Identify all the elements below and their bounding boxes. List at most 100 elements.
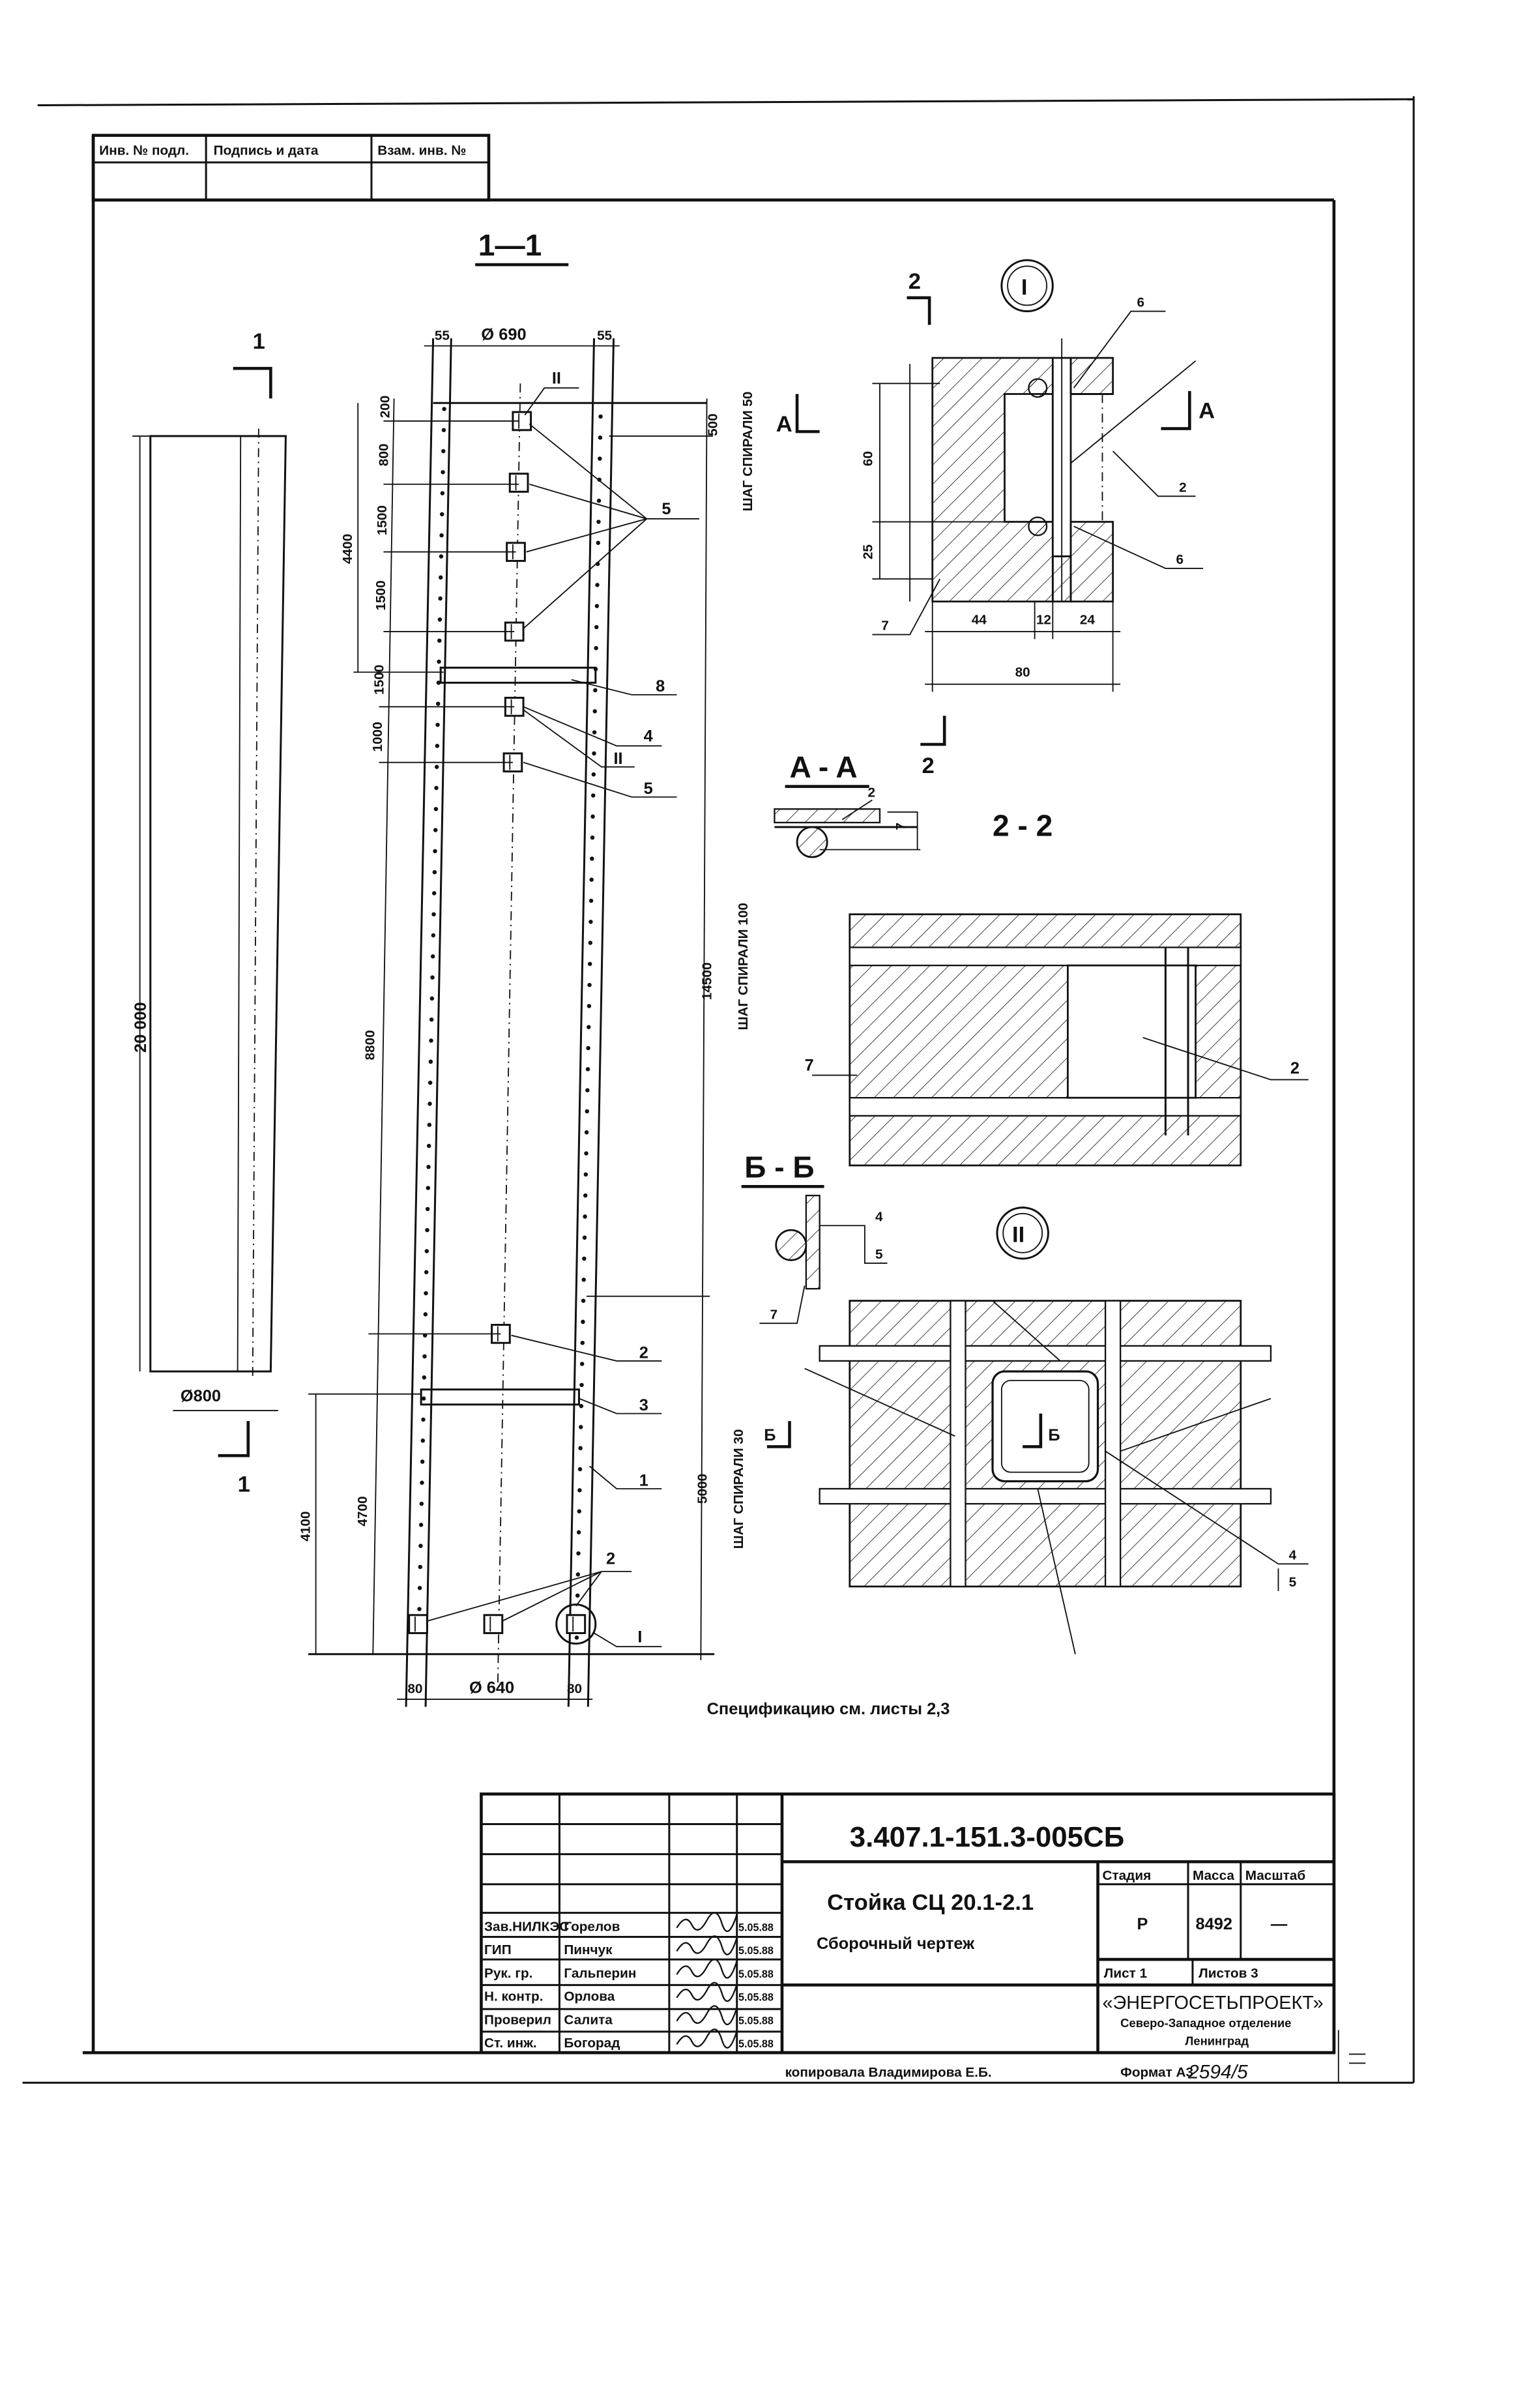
rebar-dot [595, 583, 600, 587]
personnel-name: Богорад [564, 2036, 620, 2051]
rebar-dot [592, 709, 597, 714]
personnel-name: Гальперин [564, 1966, 636, 1981]
signature [676, 1912, 738, 1932]
personnel-role: Ст. инж. [484, 2036, 537, 2051]
rebar-dot [426, 1165, 431, 1169]
value-stage: Р [1137, 1915, 1148, 1933]
detail-1-callout-6-bottom: 6 [1176, 552, 1184, 567]
rebar-dot [579, 1362, 585, 1366]
callout-8: 8 [656, 677, 665, 695]
rebar-dot [425, 1227, 429, 1233]
rebar-dot [579, 1403, 584, 1409]
rebar-dot [442, 407, 446, 411]
rebar-dot [577, 1488, 582, 1493]
rebar-dot [592, 751, 596, 756]
personnel-date: 5.05.88 [738, 1922, 774, 1933]
rebar-dot [439, 512, 444, 517]
copied-by: копировала Владимирова Е.Б. [785, 2065, 992, 2080]
rebar-dot [431, 891, 437, 896]
rebar-dot [587, 1025, 591, 1029]
rebar-dot [590, 793, 596, 798]
detail-1-callout-2: 2 [1179, 480, 1187, 495]
rebar-dot [580, 1340, 585, 1345]
rebar-dot [424, 1291, 428, 1296]
value-mass: 8492 [1196, 1915, 1232, 1933]
rebar-dot [581, 1278, 586, 1282]
svg-text:1: 1 [238, 1472, 250, 1497]
svg-text:1: 1 [253, 329, 265, 354]
rebar-dot [582, 1256, 587, 1261]
embedded-plate [483, 1614, 504, 1634]
rebar-dot [585, 1109, 589, 1114]
elevation-diameter-dim: Ø800 [181, 1387, 221, 1405]
dim-left-200: 200 [378, 396, 393, 418]
dim-top-left: 55 [435, 328, 450, 343]
rebar-dot [437, 638, 442, 643]
rebar-dot [429, 996, 435, 1001]
section-2-2-title: 2 - 2 [993, 809, 1053, 843]
rebar-dot [421, 1417, 426, 1422]
rebar-dot [596, 540, 601, 546]
detail-2-marker: II [1012, 1223, 1024, 1248]
rebar-dot [582, 1235, 587, 1240]
rebar-dot [576, 1551, 581, 1556]
rebar-dot [426, 1143, 431, 1149]
rebar-dot [581, 1319, 585, 1324]
embedded-plates [408, 411, 587, 1634]
signature [676, 2005, 738, 2026]
dim-left-4400: 4400 [340, 534, 355, 564]
rebar-dot [428, 1059, 433, 1064]
specification-note: Спецификацию см. листы 2,3 [707, 1700, 950, 1718]
rebar-dot [426, 1186, 431, 1190]
top-stamp-table: Инв. № подл. Подпись и дата Взам. инв. № [91, 134, 491, 202]
detail-1-dim-12: 12 [1036, 612, 1051, 627]
rebar-dot [593, 688, 598, 693]
rebar-dot [584, 1151, 588, 1156]
diaphragm-bottom [420, 1388, 580, 1406]
rebar-dot [598, 414, 603, 419]
personnel-role: Рук. гр. [484, 1966, 532, 1981]
dim-right-14500: 14500 [700, 963, 715, 1001]
rebar-dot [418, 1523, 424, 1527]
rebar-dot [576, 1530, 581, 1535]
rebar-dot [418, 1544, 423, 1548]
rebar-dot [586, 1046, 590, 1051]
section-1-1-title: 1—1 [478, 228, 542, 262]
detail-1: I 2 60 25 44 12 24 80 A A 6 [776, 259, 1215, 692]
rebar-dot [439, 533, 444, 538]
rebar-dot [592, 730, 597, 735]
rebar-dot [588, 919, 593, 924]
paper-format: Формат А3 [1120, 2065, 1193, 2080]
dim-left-1500-b: 1500 [373, 581, 388, 611]
section-a-a-title: A - A [789, 750, 857, 784]
detail-1-dim-80: 80 [1015, 665, 1030, 680]
dim-top-diameter: Ø 690 [481, 325, 526, 344]
personnel-date: 5.05.88 [738, 1968, 774, 1980]
detail-2-callout-4: 4 [1289, 1547, 1297, 1562]
rebar-dot [424, 1249, 429, 1253]
detail-2: II Б Б 4 5 [764, 1207, 1309, 1654]
section-a-a-callout-2: 2 [867, 785, 875, 800]
header-scale: Масштаб [1245, 1868, 1305, 1883]
signature [676, 2028, 738, 2049]
embedded-plate [408, 1614, 428, 1634]
personnel-role: Зав.НИЛКЭС [484, 1919, 569, 1934]
rebar-dot [429, 1038, 433, 1043]
rebar-dot [433, 849, 437, 854]
rebar-dot [431, 933, 436, 938]
rebar-dots [416, 407, 603, 1640]
dim-bottom-diameter: Ø 640 [469, 1679, 514, 1697]
callout-2-upper: 2 [639, 1343, 648, 1362]
callout-5-mid: 5 [644, 780, 653, 798]
rebar-dot [578, 1446, 583, 1450]
detail-2-callout-5: 5 [1289, 1575, 1297, 1590]
rebar-dot [422, 1354, 427, 1359]
rebar-dot [430, 954, 435, 959]
rebar-dot [419, 1501, 424, 1506]
personnel-name: Орлова [564, 1989, 615, 2004]
section-2-2-callout-2: 2 [1290, 1059, 1300, 1077]
detail-1-callout-circle [555, 1603, 597, 1645]
